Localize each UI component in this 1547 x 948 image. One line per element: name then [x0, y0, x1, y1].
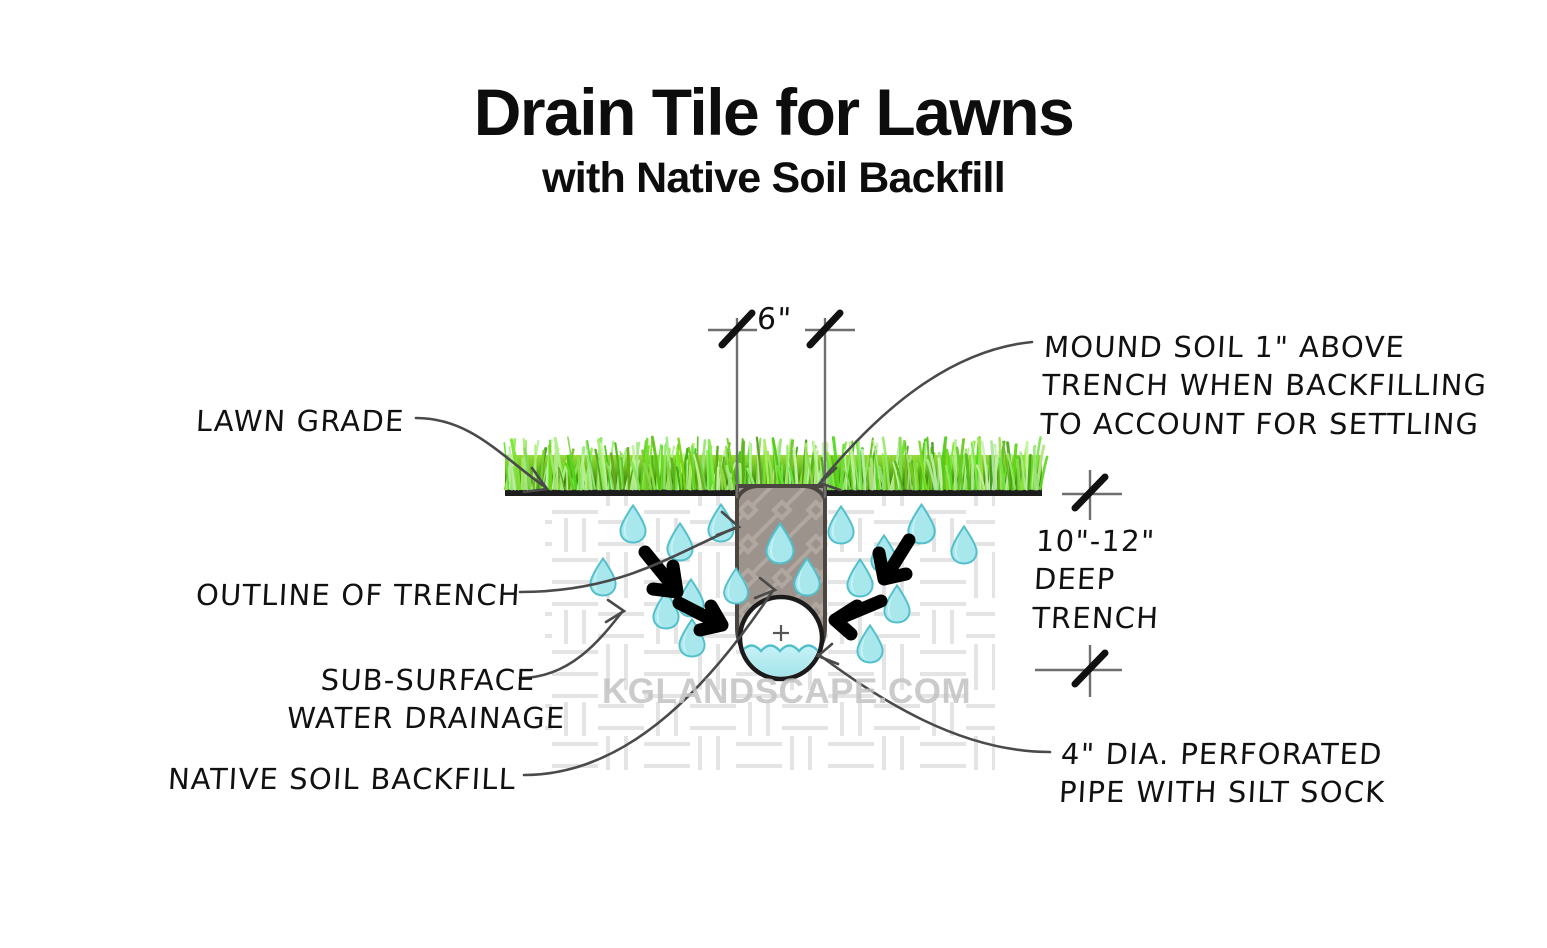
- pipe-center-mark: [773, 625, 789, 641]
- dimension-label-width: 6": [756, 302, 793, 337]
- dimension-depth-ticks: [1071, 473, 1109, 688]
- callout-mound-soil: MOUND SOIL 1" ABOVE TRENCH WHEN BACKFILL…: [1039, 330, 1489, 441]
- callout-lawn-grade: LAWN GRADE: [195, 404, 406, 438]
- callout-outline-of-trench: OUTLINE OF TRENCH: [195, 578, 522, 612]
- page-title: Drain Tile for Lawns: [473, 75, 1075, 149]
- leader-lines: [414, 340, 1052, 777]
- page-subtitle: with Native Soil Backfill: [542, 153, 1005, 202]
- dimension-width-ticks: [718, 309, 844, 349]
- perforated-drain-pipe: [737, 594, 825, 682]
- title-block: Drain Tile for Lawns with Native Soil Ba…: [0, 78, 1547, 202]
- water-flow-arrows: [638, 533, 916, 641]
- callout-perforated-pipe: 4" DIA. PERFORATED PIPE WITH SILT SOCK: [1058, 737, 1387, 810]
- callout-native-soil-backfill: NATIVE SOIL BACKFILL: [167, 762, 518, 796]
- callout-deep-trench: 10"-12" DEEP TRENCH: [1031, 524, 1161, 635]
- callout-sub-surface-drainage: SUB-SURFACE WATER DRAINAGE: [286, 663, 567, 736]
- grass-turf-band: [503, 435, 1049, 496]
